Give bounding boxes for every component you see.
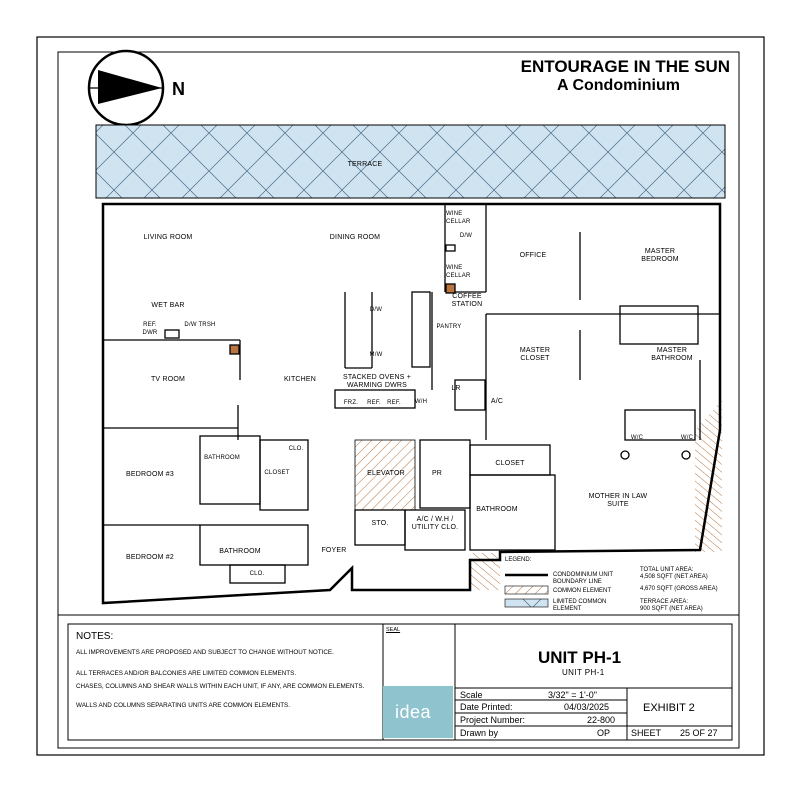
legend-total-area: TOTAL UNIT AREA: xyxy=(640,567,694,573)
room-terrace: TERRACE xyxy=(347,161,383,168)
seal-label: SEAL xyxy=(386,627,401,633)
room-ref-1: REF. xyxy=(367,400,381,406)
note-4: WALLS AND COLUMNS SEPARATING UNITS ARE C… xyxy=(76,702,291,709)
room-wh: W/H xyxy=(414,399,428,405)
company-logo: idea xyxy=(383,686,453,738)
legend-common: COMMON ELEMENT xyxy=(553,588,612,594)
project-number-label: Project Number: xyxy=(460,715,526,725)
room-ac: A/C xyxy=(490,398,504,405)
room-bathroom-3: BATHROOM xyxy=(476,506,518,513)
project-title: ENTOURAGE IN THE SUN xyxy=(520,57,730,76)
room-ref-dwr: REF. DWR xyxy=(142,322,158,336)
project-number-value: 22-800 xyxy=(587,715,616,725)
room-mw: M/W xyxy=(369,352,383,358)
date-value: 04/03/2025 xyxy=(564,702,610,712)
room-master-bedroom: MASTER BEDROOM xyxy=(641,248,679,263)
elevator-hatch xyxy=(354,439,416,511)
room-master-closet: MASTER CLOSET xyxy=(519,347,551,362)
scale-label: Scale xyxy=(460,690,483,700)
room-living: LIVING ROOM xyxy=(143,234,193,241)
room-wc-2: W/C xyxy=(680,435,694,441)
north-arrow-icon xyxy=(87,49,165,127)
sheet-label: SHEET xyxy=(631,728,662,738)
room-bedroom-3: BEDROOM #3 xyxy=(126,471,174,478)
exhibit-label: EXHIBIT 2 xyxy=(643,702,695,714)
unit-subtitle: UNIT PH-1 xyxy=(562,668,605,677)
room-wet-bar: WET BAR xyxy=(151,302,185,309)
room-clo-1: CLO. xyxy=(288,446,304,452)
room-wc-1: W/C xyxy=(630,435,644,441)
legend-gross-area: 4,670 SQFT (GROSS AREA) xyxy=(640,586,718,592)
project-subtitle: A Condominium xyxy=(557,77,680,94)
room-dw-top: D/W xyxy=(459,233,473,239)
room-ref-2: REF. xyxy=(387,400,401,406)
room-kitchen: KITCHEN xyxy=(283,376,317,383)
room-closet-2: CLOSET xyxy=(495,460,525,467)
south-common-hatch xyxy=(470,553,500,590)
room-dining: DINING ROOM xyxy=(329,234,381,241)
room-lr: LR xyxy=(451,385,461,392)
north-label: N xyxy=(172,79,185,99)
notes-heading: NOTES: xyxy=(76,631,114,642)
room-mother-in-law: MOTHER IN LAW SUITE xyxy=(588,493,648,508)
note-2: ALL TERRACES AND/OR BALCONIES ARE LIMITE… xyxy=(76,670,297,677)
room-bathroom-2: BATHROOM xyxy=(219,548,261,555)
legend-terrace-net: 900 SQFT (NET AREA) xyxy=(640,606,703,612)
legend-boundary: CONDOMINIUM UNIT BOUNDARY LINE xyxy=(553,572,613,585)
drawn-by-label: Drawn by xyxy=(460,728,499,738)
legend-net-area: 4,508 SQFT (NET AREA) xyxy=(640,574,708,580)
room-elevator: ELEVATOR xyxy=(367,470,405,477)
legend-limited: LIMITED COMMON ELEMENT xyxy=(553,599,607,612)
room-wine-cellar-2: WINE CELLAR xyxy=(446,265,471,279)
room-bathroom-1: BATHROOM xyxy=(204,455,240,461)
note-3: CHASES, COLUMNS AND SHEAR WALLS WITHIN E… xyxy=(76,683,365,690)
unit-walls xyxy=(101,202,722,605)
room-pr: PR xyxy=(431,470,443,477)
room-foyer: FOYER xyxy=(321,547,347,554)
room-dw-kitchen: D/W xyxy=(369,307,383,313)
room-frz: FRZ. xyxy=(343,400,359,406)
room-tv: TV ROOM xyxy=(150,376,186,383)
room-pantry: PANTRY xyxy=(436,324,462,330)
room-ac-wh: A/C / W.H / UTILITY CLO. xyxy=(411,516,459,531)
unit-name: UNIT PH-1 xyxy=(538,648,622,667)
room-dw-trsh: D/W TRSH xyxy=(184,322,216,328)
room-bedroom-2: BEDROOM #2 xyxy=(126,554,174,561)
drawn-by-value: OP xyxy=(597,728,611,738)
note-1: ALL IMPROVEMENTS ARE PROPOSED AND SUBJEC… xyxy=(76,649,334,656)
legend-title: LEGEND: xyxy=(505,557,532,563)
room-wine-cellar-1: WINE CELLAR xyxy=(446,211,471,225)
terrace-area xyxy=(95,124,726,199)
room-office: OFFICE xyxy=(519,252,547,259)
east-common-hatch xyxy=(695,400,722,552)
scale-value: 3/32" = 1'-0" xyxy=(548,690,597,700)
room-sto: STO. xyxy=(371,520,389,527)
room-stacked-ovens: STACKED OVENS + WARMING DWRS xyxy=(342,374,412,389)
room-master-bathroom: MASTER BATHROOM xyxy=(651,347,693,362)
room-clo-2: CLO. xyxy=(249,571,265,577)
date-label: Date Printed: xyxy=(460,702,513,712)
legend-terrace-area: TERRACE AREA: xyxy=(640,599,689,605)
sheet-value: 25 OF 27 xyxy=(680,728,718,738)
room-closet-1: CLOSET xyxy=(264,470,290,476)
logo-text: idea xyxy=(395,702,432,722)
room-coffee-station: COFFEE STATION xyxy=(451,293,483,308)
